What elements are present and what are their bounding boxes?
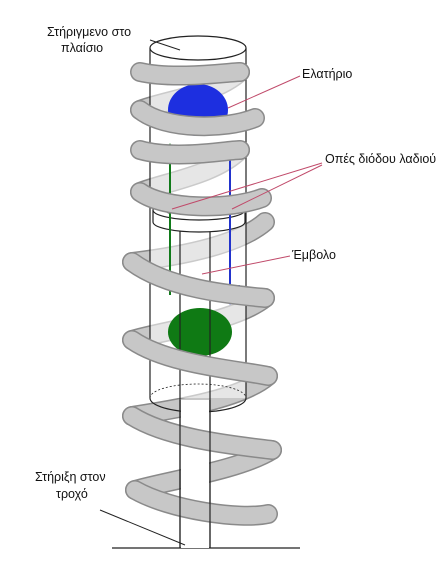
- leader-piston: [201, 255, 291, 275]
- label-frame-mount-line2: πλαίσιο: [61, 41, 103, 55]
- piston-rod-front: [179, 400, 211, 548]
- leader-oil-holes-1: [171, 162, 323, 210]
- spring-front: [122, 62, 282, 526]
- label-spring: Ελατήριο: [302, 67, 352, 81]
- leader-oil-holes-2: [231, 164, 323, 210]
- label-wheel-mount-line2: τροχό: [56, 487, 88, 501]
- label-piston: Έμβολο: [291, 248, 336, 262]
- label-wheel-mount-line1: Στήριξη στον: [35, 470, 106, 484]
- label-frame-mount-line1: Στήριγμενο στο: [47, 25, 131, 39]
- leader-wheel-mount: [99, 509, 186, 546]
- leader-spring: [227, 75, 301, 109]
- label-oil-holes: Οπές διόδου λαδιού: [325, 152, 436, 166]
- leader-frame-mount: [149, 39, 181, 51]
- lower-oil-ball: [168, 308, 232, 356]
